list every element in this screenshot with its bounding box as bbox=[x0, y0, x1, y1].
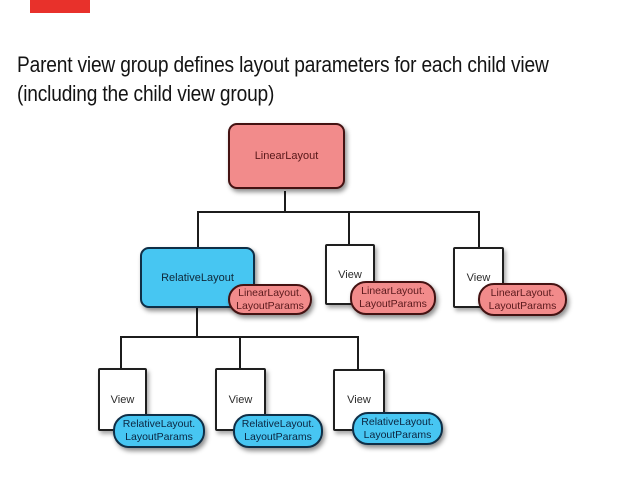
badge-line2: LayoutParams bbox=[125, 431, 193, 443]
slide-title: Parent view group defines layout paramet… bbox=[17, 50, 549, 108]
slide-title-line2: (including the child view group) bbox=[17, 81, 275, 106]
badge-layoutparams-bottom-view-1: RelativeLayout. LayoutParams bbox=[113, 414, 205, 448]
badge-line1: RelativeLayout. bbox=[241, 418, 315, 430]
node-label: View bbox=[228, 393, 253, 406]
badge-line2: LayoutParams bbox=[363, 428, 432, 441]
badge-layoutparams-relativelayout: LinearLayout. LayoutParams bbox=[228, 284, 312, 315]
connector-to-bottom-view-1 bbox=[120, 336, 122, 369]
node-label: View bbox=[466, 271, 491, 284]
connector-to-bottom-view-3 bbox=[357, 336, 359, 370]
badge-line1: LinearLayout. bbox=[238, 286, 302, 299]
connector-to-mid-view-1 bbox=[348, 211, 350, 245]
badge-layoutparams-bottom-view-2: RelativeLayout. LayoutParams bbox=[233, 414, 323, 448]
connector-to-relativelayout bbox=[197, 211, 199, 248]
node-linearlayout-root: LinearLayout bbox=[228, 123, 345, 189]
badge-line1: LinearLayout. bbox=[490, 286, 555, 299]
slide-corner-marker bbox=[30, 0, 90, 13]
slide-title-line1: Parent view group defines layout paramet… bbox=[17, 52, 549, 77]
node-label: LinearLayout bbox=[254, 150, 319, 162]
node-view-mid-2: View bbox=[453, 247, 504, 308]
badge-line2: LayoutParams bbox=[236, 299, 304, 312]
node-label: View bbox=[338, 268, 362, 281]
badge-line1: RelativeLayout. bbox=[361, 415, 434, 428]
badge-line1: RelativeLayout. bbox=[122, 418, 196, 430]
badge-layoutparams-mid-view-2: LinearLayout. LayoutParams bbox=[478, 283, 567, 316]
node-label: View bbox=[110, 393, 135, 406]
badge-layoutparams-bottom-view-3: RelativeLayout. LayoutParams bbox=[352, 412, 443, 445]
badge-line1: LinearLayout. bbox=[361, 285, 425, 297]
connector-to-mid-view-2 bbox=[478, 211, 480, 248]
connector-relativelayout-down bbox=[196, 306, 198, 337]
badge-line2: LayoutParams bbox=[488, 299, 557, 312]
connector-to-bottom-view-2 bbox=[239, 336, 241, 369]
connector-root-down bbox=[284, 191, 286, 212]
connector-mid-horizontal bbox=[197, 211, 480, 213]
badge-line2: LayoutParams bbox=[359, 298, 427, 310]
badge-line2: LayoutParams bbox=[244, 431, 312, 443]
node-label: View bbox=[347, 394, 371, 406]
badge-layoutparams-mid-view-1: LinearLayout. LayoutParams bbox=[350, 281, 436, 315]
node-label: RelativeLayout bbox=[161, 271, 234, 284]
